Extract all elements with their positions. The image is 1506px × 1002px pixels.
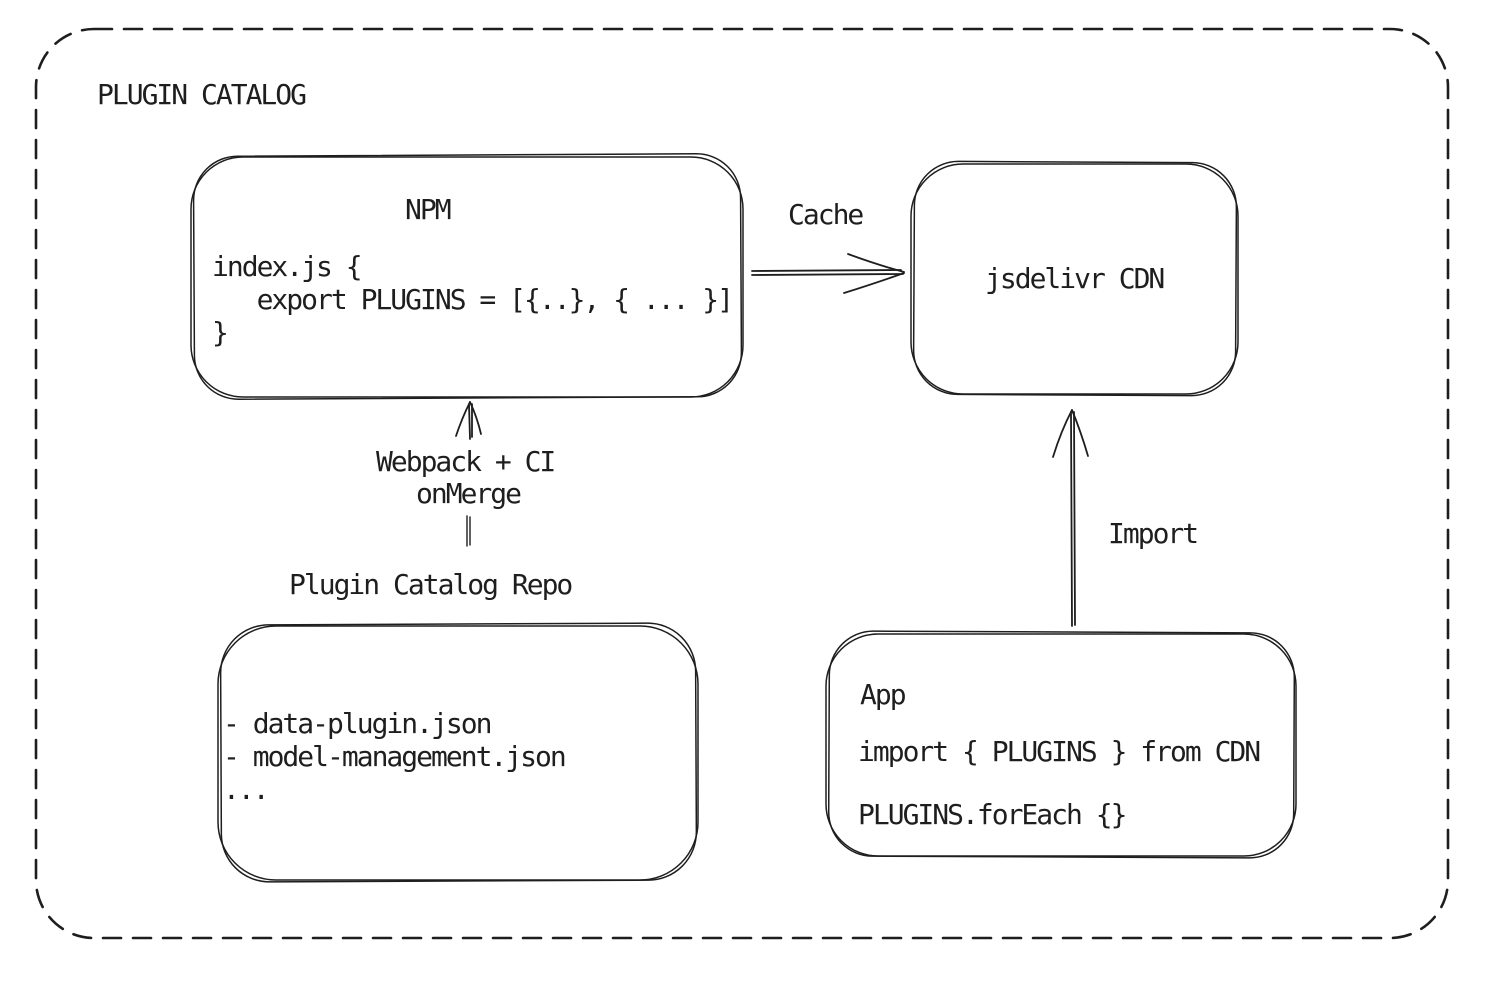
app-code-line: import { PLUGINS } from CDN <box>858 735 1261 768</box>
diagram-title: PLUGIN CATALOG <box>97 78 307 111</box>
build-arrow-label: onMerge <box>416 477 522 510</box>
build-arrow-label: Webpack + CI <box>376 445 556 478</box>
repo-file-item: - data-plugin.json <box>223 707 492 740</box>
npm-node-title: NPM <box>405 193 452 226</box>
npm-code-line: } <box>212 316 229 349</box>
cache-arrow-label: Cache <box>788 198 864 231</box>
import-arrow-label: Import <box>1108 517 1199 550</box>
build-arrow <box>455 401 482 440</box>
app-node-title: App <box>860 678 907 711</box>
app-code-line: PLUGINS.forEach {} <box>858 798 1127 831</box>
app-node-shape <box>825 630 1297 859</box>
build-connector-line <box>466 515 471 547</box>
repo-file-item: - model-management.json <box>223 740 567 773</box>
repo-file-item: ... <box>223 773 270 806</box>
repo-node-shape <box>217 622 699 883</box>
import-arrow <box>1052 409 1089 627</box>
catalog-frame <box>34 27 1450 940</box>
npm-node-shape <box>190 153 744 400</box>
cdn-node-title: jsdelivr CDN <box>985 262 1165 295</box>
npm-code-line: index.js { <box>212 250 363 283</box>
cache-arrow <box>751 253 905 294</box>
npm-code-line: export PLUGINS = [{..}, { ... }] <box>212 283 734 316</box>
cdn-node-shape <box>910 160 1239 397</box>
repo-node-title: Plugin Catalog Repo <box>289 568 573 601</box>
